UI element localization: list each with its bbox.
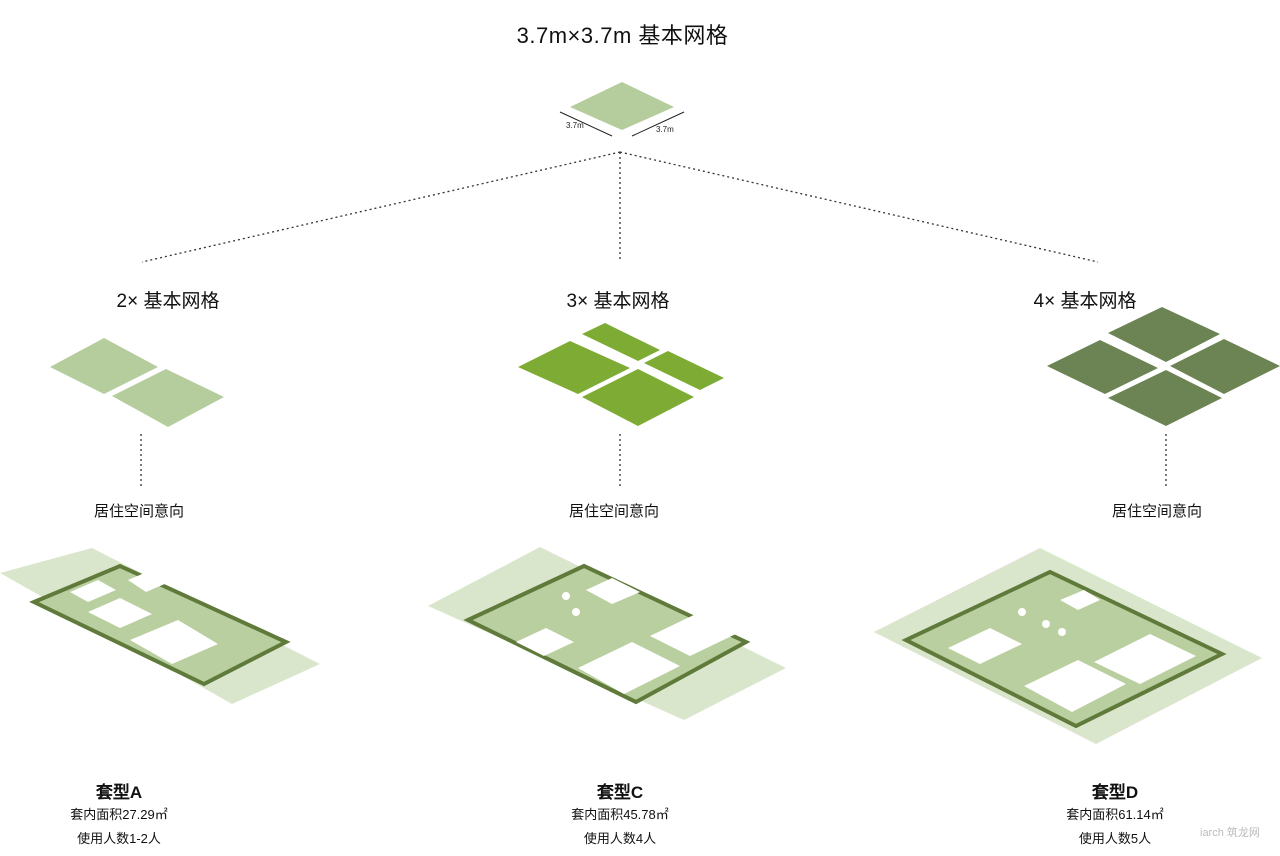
level-label-2x: 2× 基本网格 <box>116 291 220 312</box>
intent-label-d: 居住空间意向 <box>1111 503 1202 520</box>
unit-people-a: 使用人数1-2人 <box>77 831 161 846</box>
floor-plan-d <box>874 548 1262 744</box>
diagram-title: 3.7m×3.7m 基本网格 <box>516 23 729 48</box>
watermark: iarch 筑龙网 <box>1200 827 1260 839</box>
floor-plan-a <box>0 548 320 704</box>
unit-name-d: 套型D <box>1091 783 1139 802</box>
intent-label-a: 居住空间意向 <box>93 503 184 520</box>
unit-people-c: 使用人数4人 <box>583 831 657 846</box>
unit-area-d: 套内面积61.14㎡ <box>1066 807 1164 822</box>
base-dim-right: 3.7m <box>656 125 674 134</box>
base-grid-tile: 3.7m 3.7m <box>559 82 685 137</box>
base-dim-left: 3.7m <box>566 121 584 130</box>
level-label-4x: 4× 基本网格 <box>1033 291 1137 312</box>
unit-area-c: 套内面积45.78㎡ <box>571 807 669 822</box>
floor-plan-c <box>428 547 786 720</box>
unit-people-d: 使用人数5人 <box>1078 831 1152 846</box>
grid-2x <box>50 338 224 427</box>
unit-name-a: 套型A <box>95 783 143 802</box>
unit-name-c: 套型C <box>596 783 644 802</box>
connector-lines <box>140 151 1167 488</box>
unit-area-a: 套内面积27.29㎡ <box>70 807 168 822</box>
intent-label-c: 居住空间意向 <box>568 503 659 520</box>
grid-4x <box>1047 307 1280 426</box>
grid-3x <box>518 323 724 426</box>
level-label-3x: 3× 基本网格 <box>566 291 670 312</box>
